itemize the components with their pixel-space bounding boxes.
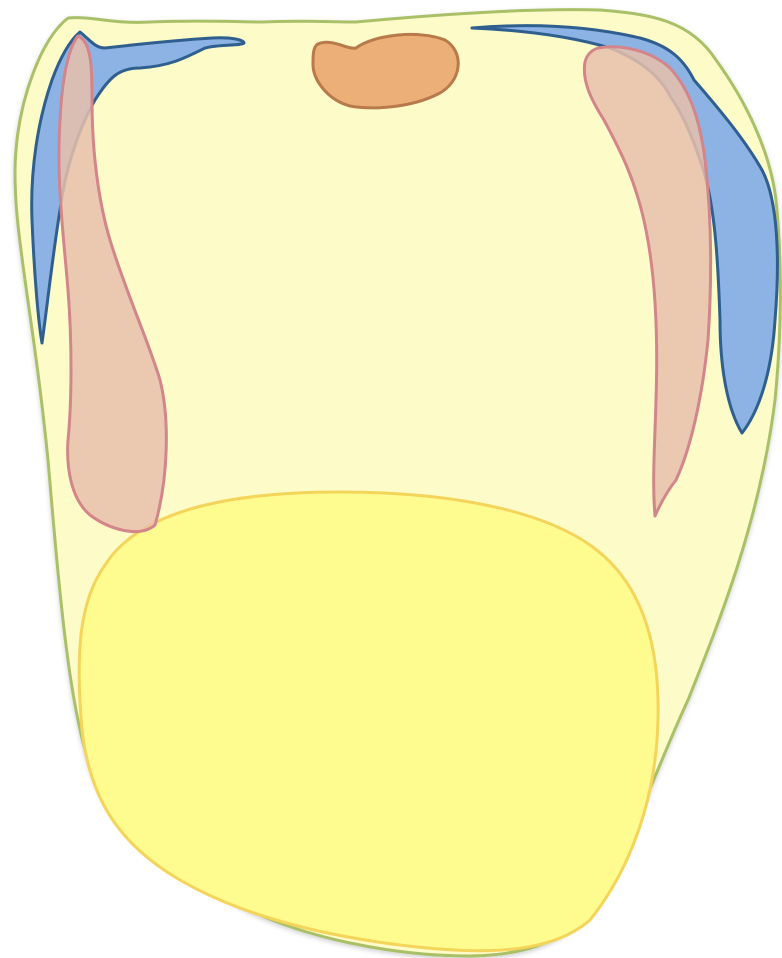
bottom-blob-region <box>79 492 658 951</box>
